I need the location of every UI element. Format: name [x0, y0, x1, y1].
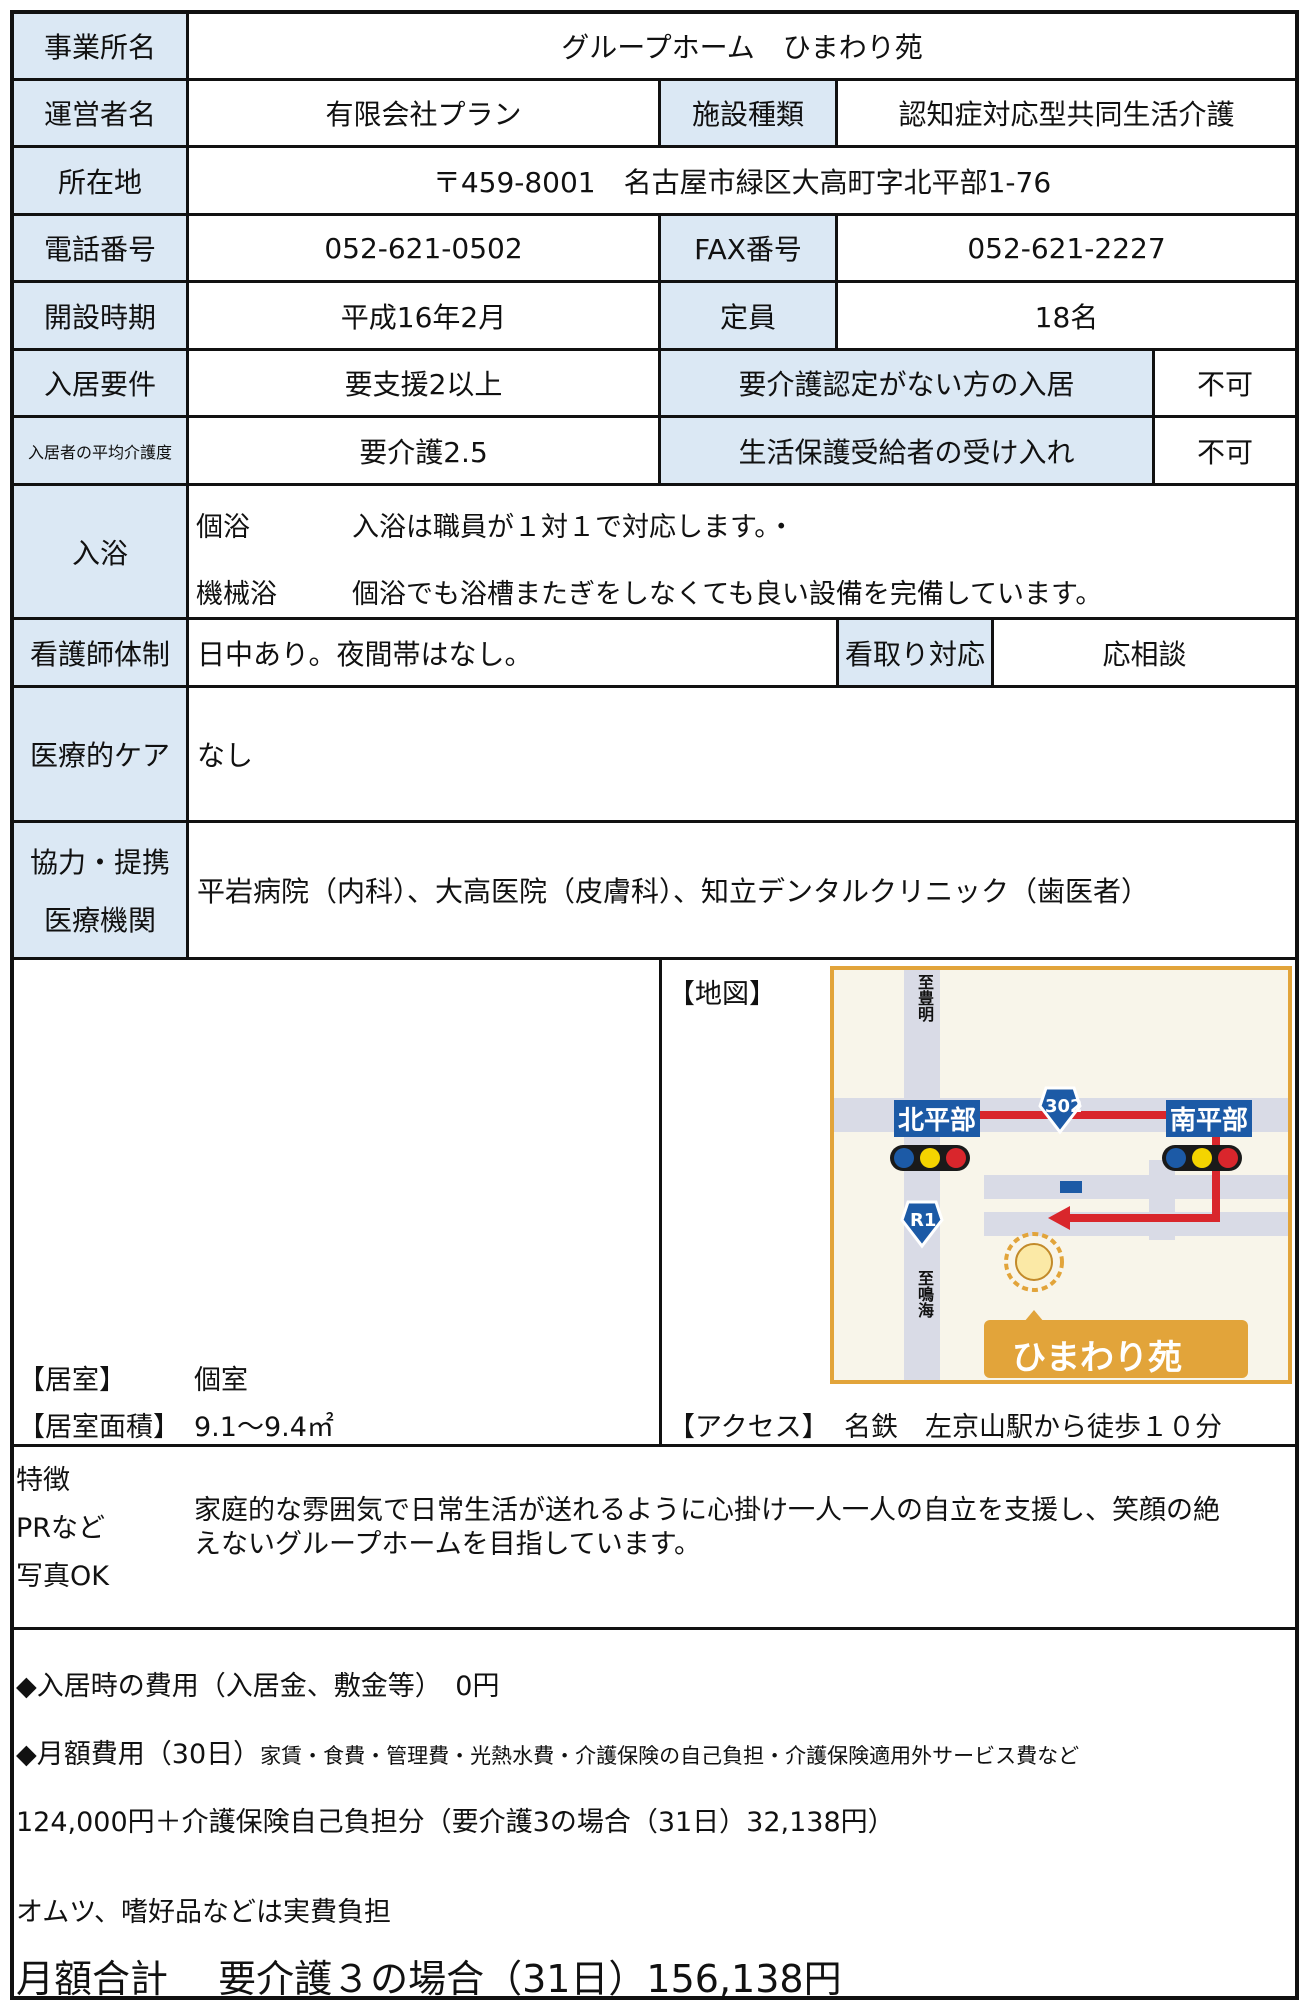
bath-private-text: 入浴は職員が１対１で対応します。・ — [352, 512, 795, 543]
address-label: 所在地 — [14, 148, 189, 216]
pr-text-line-2: えないグループホームを目指しています。 — [194, 1529, 702, 1560]
avg-care-value: 要介護2.5 — [189, 418, 661, 486]
cost-monthly: ◆月額費用（30日）家賃・食費・管理費・光熱水費・介護保険の自己負担・介護保険適… — [16, 1732, 1079, 1771]
requirement-label: 入居要件 — [14, 351, 189, 418]
fax-value: 052-621-2227 — [838, 216, 1295, 283]
welfare-label: 生活保護受給者の受け入れ — [661, 418, 1155, 486]
medical-care-label: 医療的ケア — [14, 688, 189, 823]
nurse-value: 日中あり。夜間帯はなし。 — [189, 620, 839, 688]
address-value: 〒459-8001 名古屋市緑区大高町字北平部1-76 — [189, 148, 1295, 216]
signal-east-yellow — [1192, 1148, 1212, 1168]
logo-text: ひまわり苑 — [1012, 1338, 1182, 1378]
room-label: 【居室】 — [18, 1365, 126, 1396]
signal-east-name: 南平部 — [1166, 1100, 1253, 1137]
cost-monthly-amount: 124,000円＋介護保険自己負担分（要介護3の場合（31日）32,138円） — [16, 1807, 895, 1838]
signal-west-yellow — [920, 1148, 940, 1168]
partner-value: 平岩病院（内科）、大高医院（皮膚科）、知立デンタルクリニック（歯医者） — [189, 823, 1295, 960]
no-certification-value: 不可 — [1155, 351, 1295, 418]
signal-west-name: 北平部 — [894, 1100, 981, 1137]
signal-west-blue — [894, 1148, 914, 1168]
access-label: 【アクセス】 — [668, 1412, 829, 1443]
route-302-sign — [1038, 1086, 1082, 1135]
name-value: グループホーム ひまわり苑 — [189, 14, 1295, 81]
south-destination: 至鳴海 — [915, 1270, 934, 1318]
bath-cell — [189, 486, 1295, 620]
access-value: 名鉄 左京山駅から徒歩１０分 — [844, 1412, 1222, 1443]
cost-total: 月額合計 要介護３の場合（31日）156,138円 — [16, 1957, 842, 2001]
sunflower-face — [1015, 1243, 1053, 1281]
map-drawing — [834, 970, 1288, 1380]
cost-monthly-detail: 家賃・食費・管理費・光熱水費・介護保険の自己負担・介護保険適用外サービス費など — [260, 1744, 1080, 1768]
no-certification-label: 要介護認定がない方の入居 — [661, 351, 1155, 418]
room-area-label: 【居室面積】 — [18, 1412, 180, 1443]
end-of-life-label: 看取り対応 — [839, 620, 994, 688]
bath-machine-text: 個浴でも浴槽またぎをしなくても良い設備を完備しています。 — [352, 579, 1103, 610]
partner-label: 協力・提携 医療機関 — [14, 823, 189, 960]
logo-pointer — [1024, 1310, 1044, 1322]
opened-value: 平成16年2月 — [189, 283, 661, 351]
access-map: 至豊明 至鳴海 北平部 南平部 302 R1 ひまわり苑 — [830, 966, 1292, 1384]
cost-monthly-head: ◆月額費用（30日） — [16, 1739, 261, 1770]
phone-label: 電話番号 — [14, 216, 189, 283]
room-area-value: 9.1～9.4㎡ — [194, 1412, 334, 1443]
bath-private-label: 個浴 — [196, 512, 250, 543]
nurse-label: 看護師体制 — [14, 620, 189, 688]
sheet-border — [10, 10, 1299, 2000]
room-cell — [14, 960, 662, 1447]
welfare-value: 不可 — [1155, 418, 1295, 486]
north-destination: 至豊明 — [915, 974, 934, 1022]
room-value: 個室 — [194, 1365, 248, 1396]
road-branch — [1149, 1160, 1175, 1240]
logo-box — [984, 1320, 1248, 1378]
signal-east-blue — [1166, 1148, 1186, 1168]
pr-label-photo: 写真OK — [16, 1561, 109, 1592]
route-arrow-head — [1048, 1206, 1070, 1230]
opened-label: 開設時期 — [14, 283, 189, 351]
operator-label: 運営者名 — [14, 81, 189, 148]
pr-text-line-1: 家庭的な雰囲気で日常生活が送れるように心掛け一人一人の自立を支援し、笑顔の絶 — [194, 1495, 1220, 1526]
phone-value: 052-621-0502 — [189, 216, 661, 283]
map-label: 【地図】 — [668, 979, 776, 1010]
road-north-south — [904, 970, 940, 1380]
cost-entry: ◆入居時の費用（入居金、敷金等） 0円 — [16, 1671, 500, 1702]
type-label: 施設種類 — [661, 81, 838, 148]
route-r1-label: R1 — [910, 1210, 937, 1231]
end-of-life-value: 応相談 — [994, 620, 1295, 688]
capacity-value: 18名 — [838, 283, 1295, 351]
requirement-value: 要支援2以上 — [189, 351, 661, 418]
route-r1-sign — [900, 1200, 944, 1249]
bath-label: 入浴 — [14, 486, 189, 620]
sunflower-icon — [1004, 1232, 1064, 1292]
pr-label-feature: 特徴 — [16, 1465, 70, 1496]
name-label: 事業所名 — [14, 14, 189, 81]
one-way-sign — [1060, 1181, 1082, 1193]
operator-value: 有限会社プラン — [189, 81, 661, 148]
cost-actual: オムツ、嗜好品などは実費負担 — [16, 1897, 392, 1928]
pr-cell — [14, 1447, 1295, 1630]
medical-care-value: なし — [189, 688, 1295, 823]
signal-west-red — [946, 1148, 966, 1168]
pr-label-pr: PRなど — [16, 1513, 106, 1544]
capacity-label: 定員 — [661, 283, 838, 351]
road-side-upper — [984, 1175, 1288, 1199]
route-302-label: 302 — [1045, 1096, 1083, 1117]
bath-machine-label: 機械浴 — [196, 579, 277, 610]
partner-label-line-1: 協力・提携 — [29, 846, 170, 879]
signal-east-red — [1218, 1148, 1238, 1168]
avg-care-label: 入居者の平均介護度 — [14, 418, 189, 486]
partner-label-line-2: 医療機関 — [43, 904, 156, 937]
fax-label: FAX番号 — [661, 216, 838, 283]
type-value: 認知症対応型共同生活介護 — [838, 81, 1295, 148]
